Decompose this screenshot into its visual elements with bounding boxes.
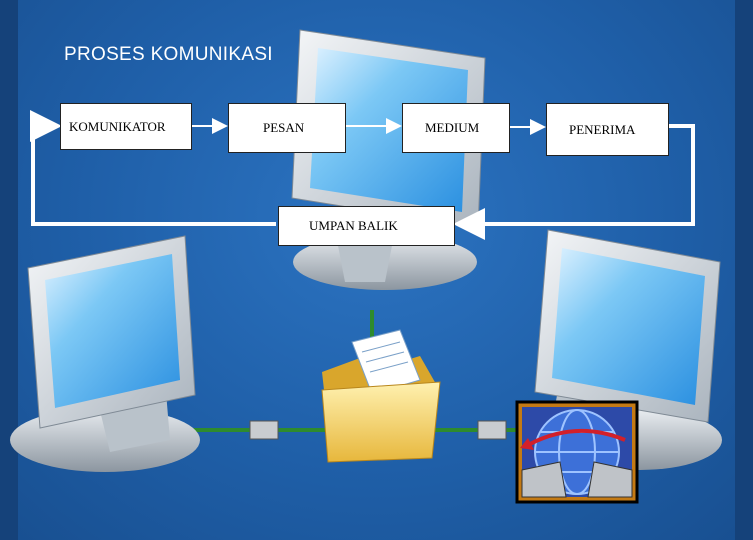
left-stripe: [0, 0, 18, 540]
network-connector-icon: [249, 420, 279, 440]
box-umpan-balik: UMPAN BALIK: [278, 206, 455, 246]
network-cables: [190, 310, 560, 440]
folder-document-icon: [321, 329, 441, 463]
network-connector-icon: [477, 420, 507, 440]
network-globe-icon: [515, 400, 639, 504]
page-title: PROSES KOMUNIKASI: [64, 44, 273, 65]
box-penerima: PENERIMA: [546, 103, 669, 156]
box-komunikator: KOMUNIKATOR: [60, 103, 192, 150]
right-stripe: [735, 0, 753, 540]
feedback-line-left: [30, 110, 276, 226]
monitor-icon: [10, 235, 200, 472]
box-medium: MEDIUM: [402, 103, 510, 153]
feedback-line-right: [453, 124, 695, 240]
box-pesan: PESAN: [228, 103, 346, 153]
